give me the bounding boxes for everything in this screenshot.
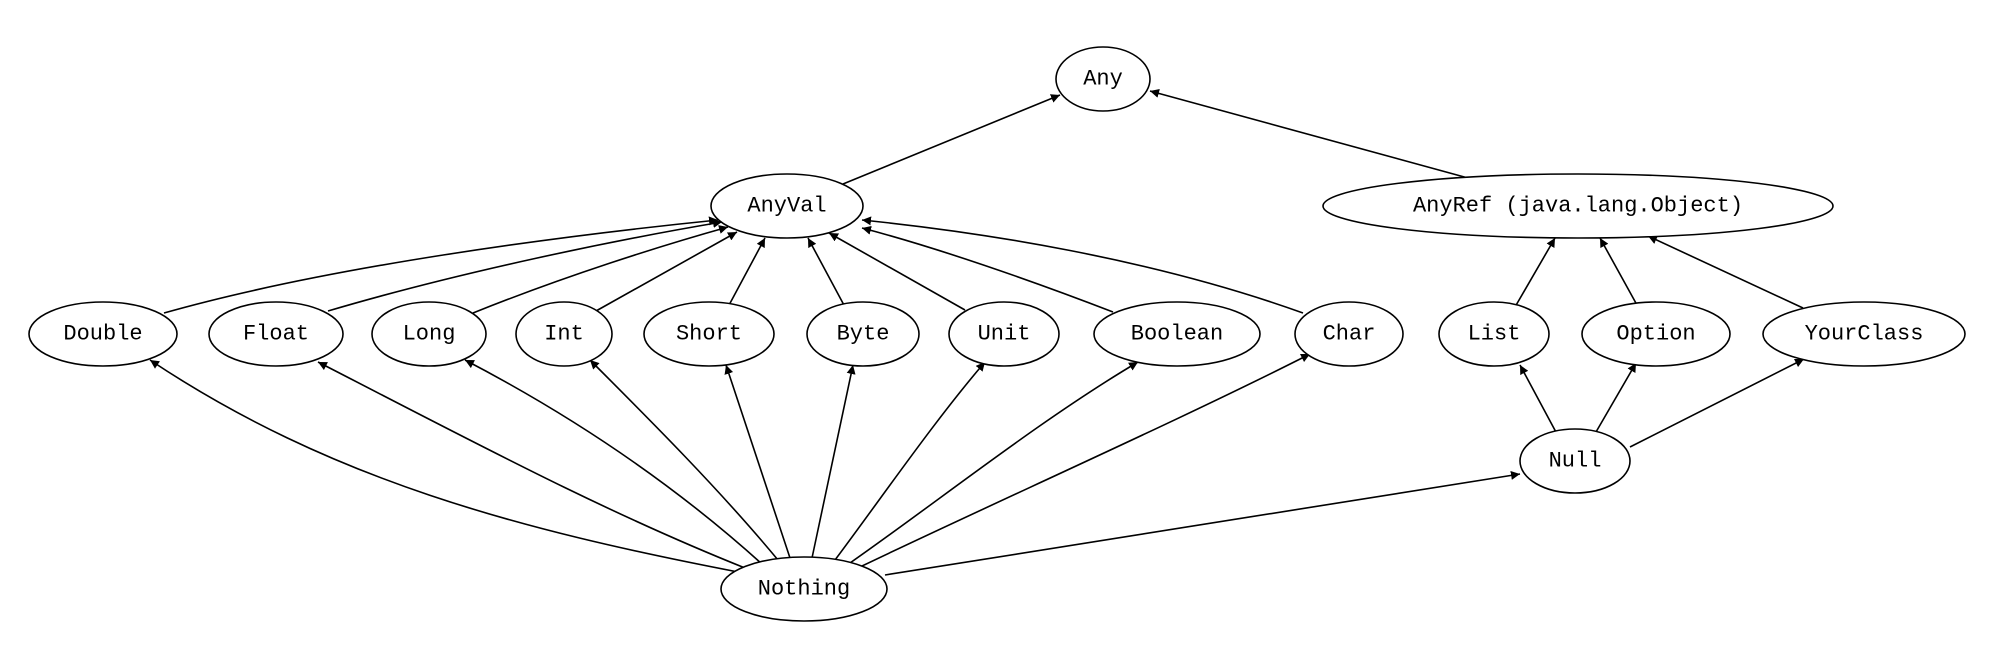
edge-boolean-to-anyval [861,225,1114,313]
node-long-label: Long [403,322,456,347]
node-byte: Byte [806,301,920,367]
node-nothing: Nothing [720,556,888,622]
edge-unit-to-anyval [828,232,966,311]
edge-null-to-option [1595,362,1637,433]
node-char: Char [1294,301,1404,367]
edge-nothing-to-short [724,364,791,559]
edge-char-to-anyval [861,216,1304,314]
edge-short-to-anyval [727,237,766,308]
node-boolean: Boolean [1093,301,1261,367]
edge-byte-to-anyval [807,237,846,308]
edge-anyref-to-any [1149,89,1469,179]
edge-nothing-to-char [861,353,1311,567]
edge-nothing-to-double [149,359,739,573]
node-unit-label: Unit [978,322,1031,347]
nodes-layer: Any AnyVal AnyRef (java.lang.Object) Dou… [28,46,1966,622]
node-int: Int [515,301,613,367]
node-short: Short [643,301,775,367]
edges-layer [149,89,1805,576]
node-nothing-label: Nothing [758,577,850,602]
node-yourclass: YourClass [1762,301,1966,367]
edge-list-to-anyref [1514,237,1556,308]
node-option: Option [1581,301,1731,367]
node-list-label: List [1468,322,1521,347]
edge-null-to-yourclass [1629,358,1805,448]
node-anyval: AnyVal [710,173,864,239]
node-short-label: Short [676,322,742,347]
edge-nothing-to-null [884,470,1521,576]
node-unit: Unit [948,301,1060,367]
edge-anyval-to-any [842,94,1061,185]
node-any: Any [1055,46,1151,112]
edge-nothing-to-float [317,361,746,569]
edge-int-to-anyval [595,231,738,312]
edge-nothing-to-long [464,359,763,565]
edge-null-to-list [1519,364,1558,435]
edge-nothing-to-boolean [849,361,1139,564]
edge-nothing-to-int [589,359,779,561]
node-int-label: Int [544,322,584,347]
edge-float-to-anyval [327,219,723,312]
edge-yourclass-to-anyref [1647,235,1804,309]
edge-long-to-anyval [472,225,729,314]
edge-double-to-anyval [163,216,719,314]
node-long: Long [371,301,487,367]
node-byte-label: Byte [837,322,890,347]
node-option-label: Option [1616,322,1695,347]
node-null: Null [1519,428,1631,494]
node-any-label: Any [1083,67,1123,92]
node-list: List [1438,301,1550,367]
node-anyref: AnyRef (java.lang.Object) [1322,173,1834,239]
node-anyref-label: AnyRef (java.lang.Object) [1413,194,1743,219]
node-float: Float [208,301,344,367]
node-anyval-label: AnyVal [747,194,826,219]
node-float-label: Float [243,322,309,347]
edge-option-to-anyref [1599,237,1638,306]
edge-nothing-to-byte [811,364,856,559]
node-double: Double [28,301,178,367]
node-yourclass-label: YourClass [1805,322,1924,347]
node-double-label: Double [63,322,142,347]
edge-nothing-to-unit [834,361,986,561]
node-boolean-label: Boolean [1131,322,1223,347]
node-char-label: Char [1323,322,1376,347]
node-null-label: Null [1549,449,1602,474]
